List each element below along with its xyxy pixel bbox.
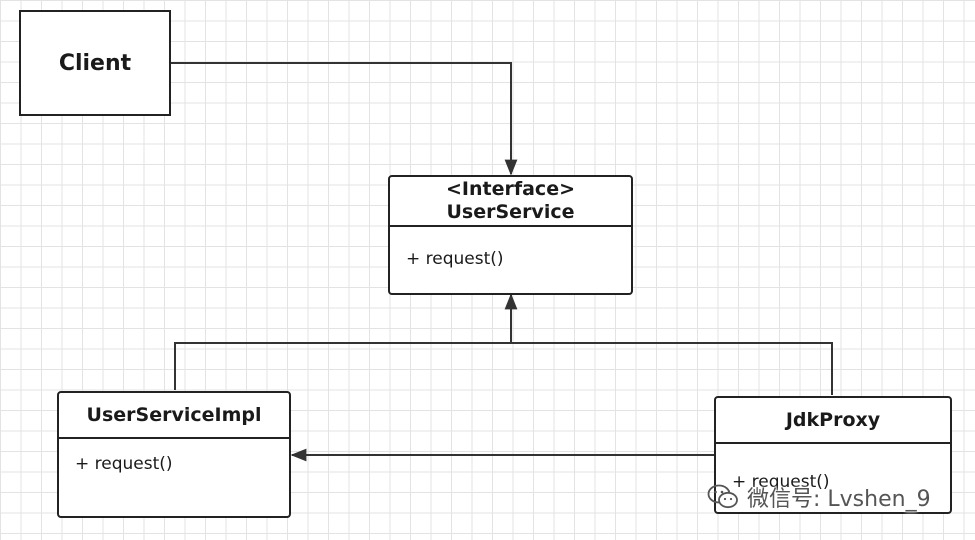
interface-name: UserService [446, 201, 575, 223]
proxy-method: + request() [732, 472, 830, 492]
impl-name: UserServiceImpl [86, 403, 262, 426]
jdk-proxy-box[interactable]: JdkProxy + request() [714, 396, 952, 514]
proxy-realization-connector [511, 342, 833, 395]
proxy-header: JdkProxy [716, 398, 950, 444]
client-box[interactable]: Client [19, 10, 171, 116]
proxy-name: JdkProxy [785, 408, 881, 431]
impl-header: UserServiceImpl [59, 393, 289, 439]
impl-method: + request() [75, 454, 173, 474]
wechat-icon [707, 484, 738, 509]
impl-realization-connector [174, 342, 511, 390]
interface-method: + request() [406, 249, 504, 269]
interface-stereotype: <Interface> [445, 178, 575, 201]
interface-header: <Interface> UserService [390, 177, 631, 227]
user-service-interface-box[interactable]: <Interface> UserService + request() [388, 175, 633, 295]
client-to-interface-connector [171, 62, 518, 176]
client-label: Client [58, 50, 132, 76]
user-service-impl-box[interactable]: UserServiceImpl + request() [57, 391, 291, 518]
watermark-text: 微信号: Lvshen_9 [747, 487, 931, 512]
watermark: 微信号: Lvshen_9 [707, 479, 931, 515]
